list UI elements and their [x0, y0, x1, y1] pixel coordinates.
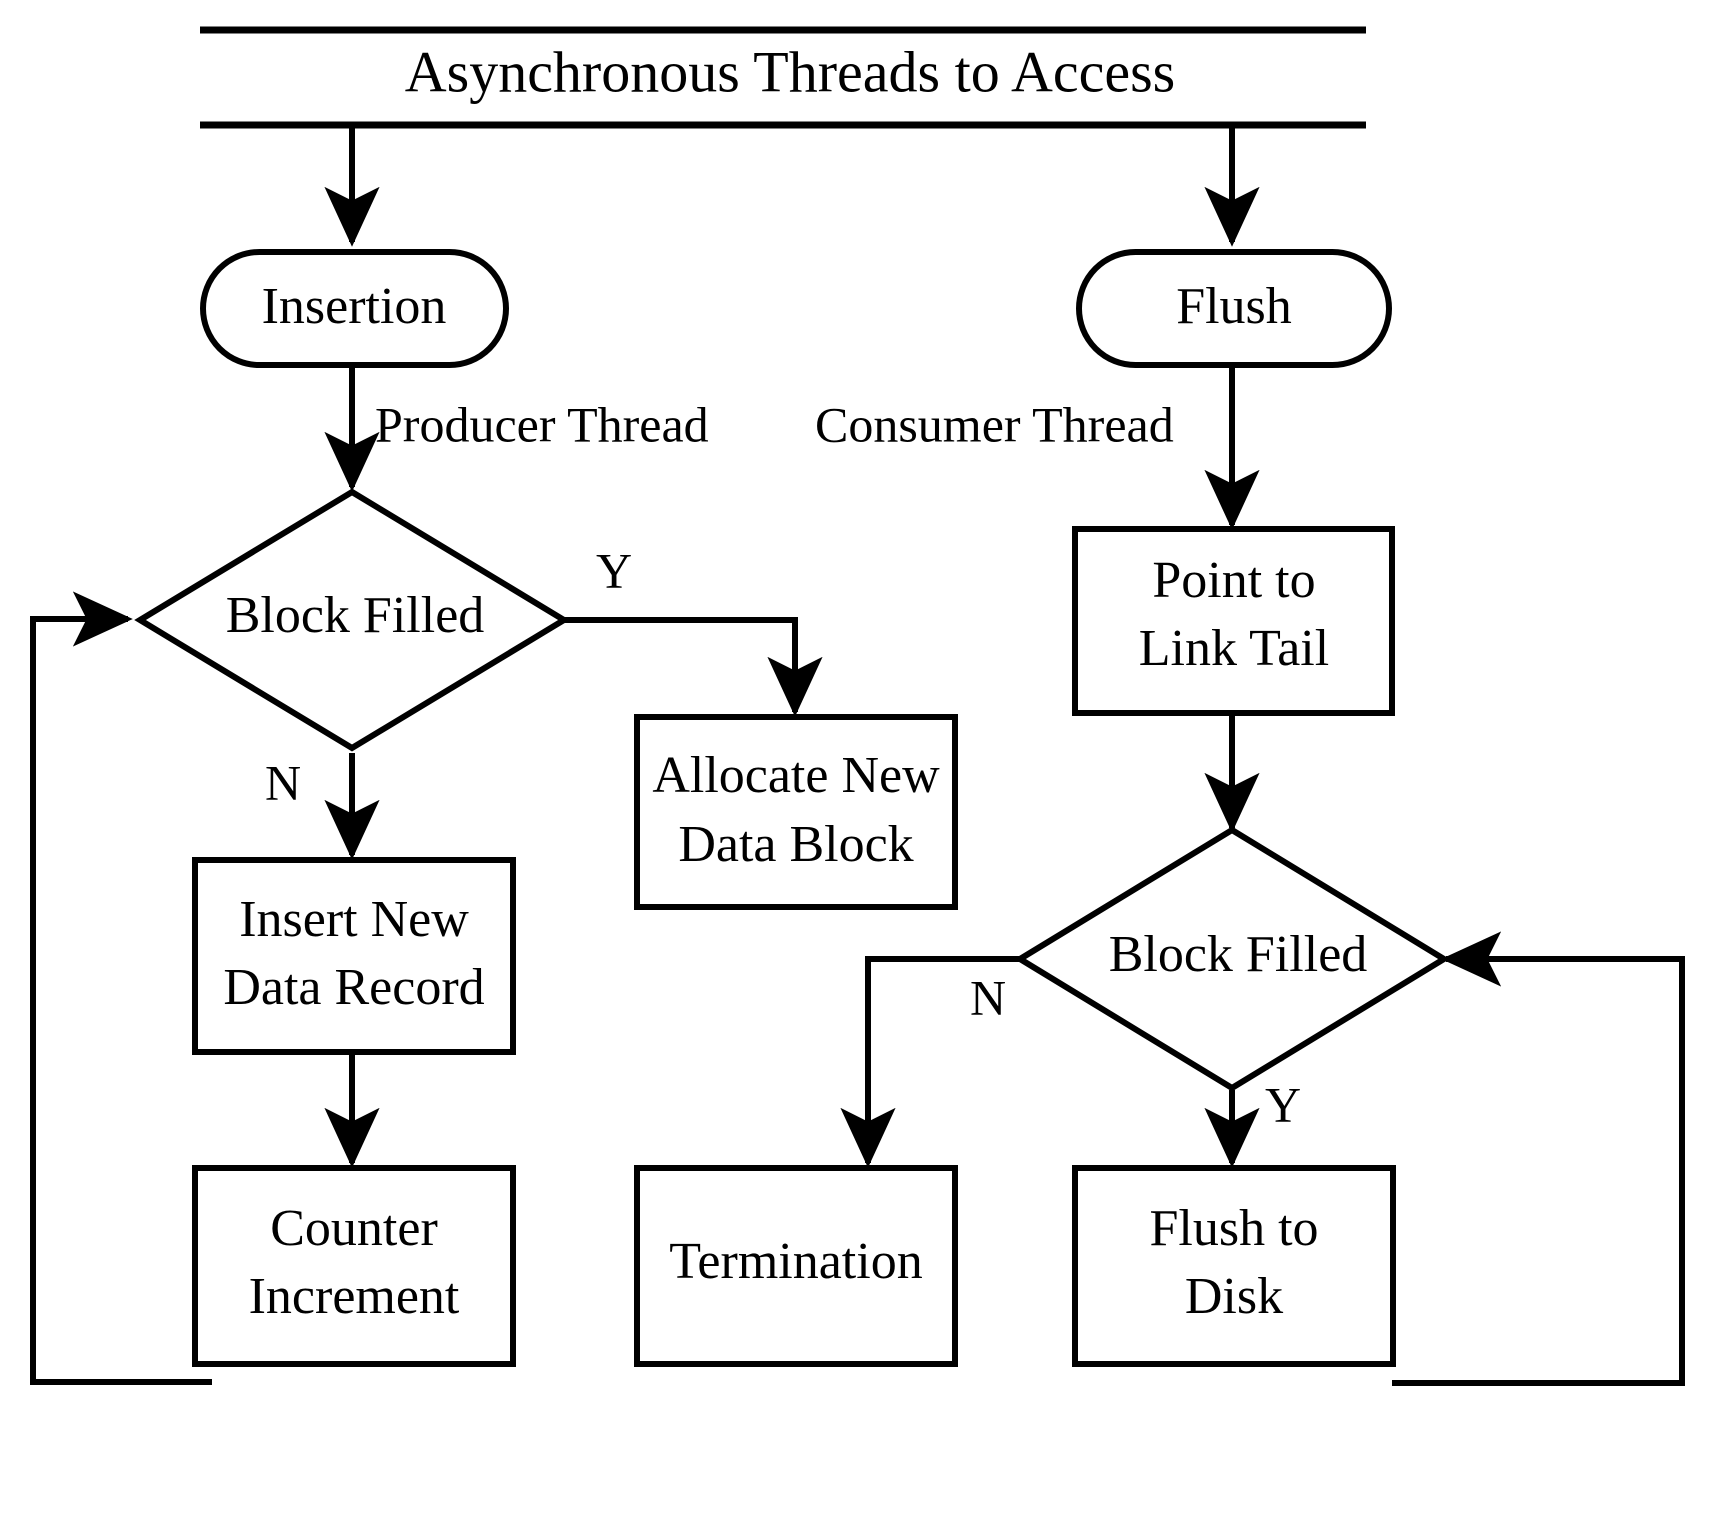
edge-label-right-no: N: [970, 969, 1006, 1025]
node-point-to-link-tail-line2: Link Tail: [1139, 620, 1329, 677]
node-allocate-new-data-block-line2: Data Block: [678, 816, 913, 873]
node-insertion-label: Insertion: [262, 278, 447, 335]
node-insert-new-data-record-line2: Data Record: [223, 959, 484, 1016]
node-termination-label: Termination: [669, 1233, 922, 1290]
edge-flush-to-disk-feedback-to-block-filled-right: [1392, 931, 1685, 1386]
node-insert-new-data-record[interactable]: [192, 857, 516, 1055]
node-block-filled-left[interactable]: [134, 488, 570, 752]
edge-label-left-yes: Y: [596, 542, 632, 598]
edge-counter-increment-feedback-to-block-filled-left: [30, 591, 212, 1385]
node-point-to-link-tail-line1: Point to: [1152, 552, 1315, 609]
node-block-filled-right[interactable]: [1014, 826, 1450, 1092]
edge-block-filled-left-yes-to-allocate: [564, 617, 823, 717]
node-insertion[interactable]: [200, 249, 509, 368]
page-title: Asynchronous Threads to Access: [405, 39, 1176, 104]
node-insert-new-data-record-line1: Insert New: [239, 891, 469, 948]
node-allocate-new-data-block[interactable]: [634, 714, 958, 910]
node-allocate-new-data-block-line1: Allocate New: [652, 747, 940, 804]
node-termination[interactable]: [634, 1165, 958, 1367]
node-flush-to-disk-line2: Disk: [1185, 1268, 1283, 1325]
node-block-filled-left-label: Block Filled: [226, 587, 485, 644]
edge-block-filled-right-no-to-termination: [840, 956, 1028, 1168]
node-flush[interactable]: [1076, 249, 1392, 368]
edge-label-right-yes: Y: [1265, 1076, 1301, 1132]
node-flush-to-disk[interactable]: [1072, 1165, 1396, 1367]
edge-label-producer-thread: Producer Thread: [375, 396, 709, 452]
node-counter-increment[interactable]: [192, 1165, 516, 1367]
node-flush-label: Flush: [1176, 278, 1292, 335]
node-counter-increment-line1: Counter: [270, 1200, 438, 1257]
node-point-to-link-tail[interactable]: [1072, 526, 1395, 716]
node-counter-increment-line2: Increment: [249, 1268, 460, 1325]
edge-label-left-no: N: [265, 754, 301, 810]
edge-label-consumer-thread: Consumer Thread: [815, 396, 1174, 452]
node-block-filled-right-label: Block Filled: [1109, 926, 1368, 983]
node-flush-to-disk-line1: Flush to: [1149, 1200, 1318, 1257]
